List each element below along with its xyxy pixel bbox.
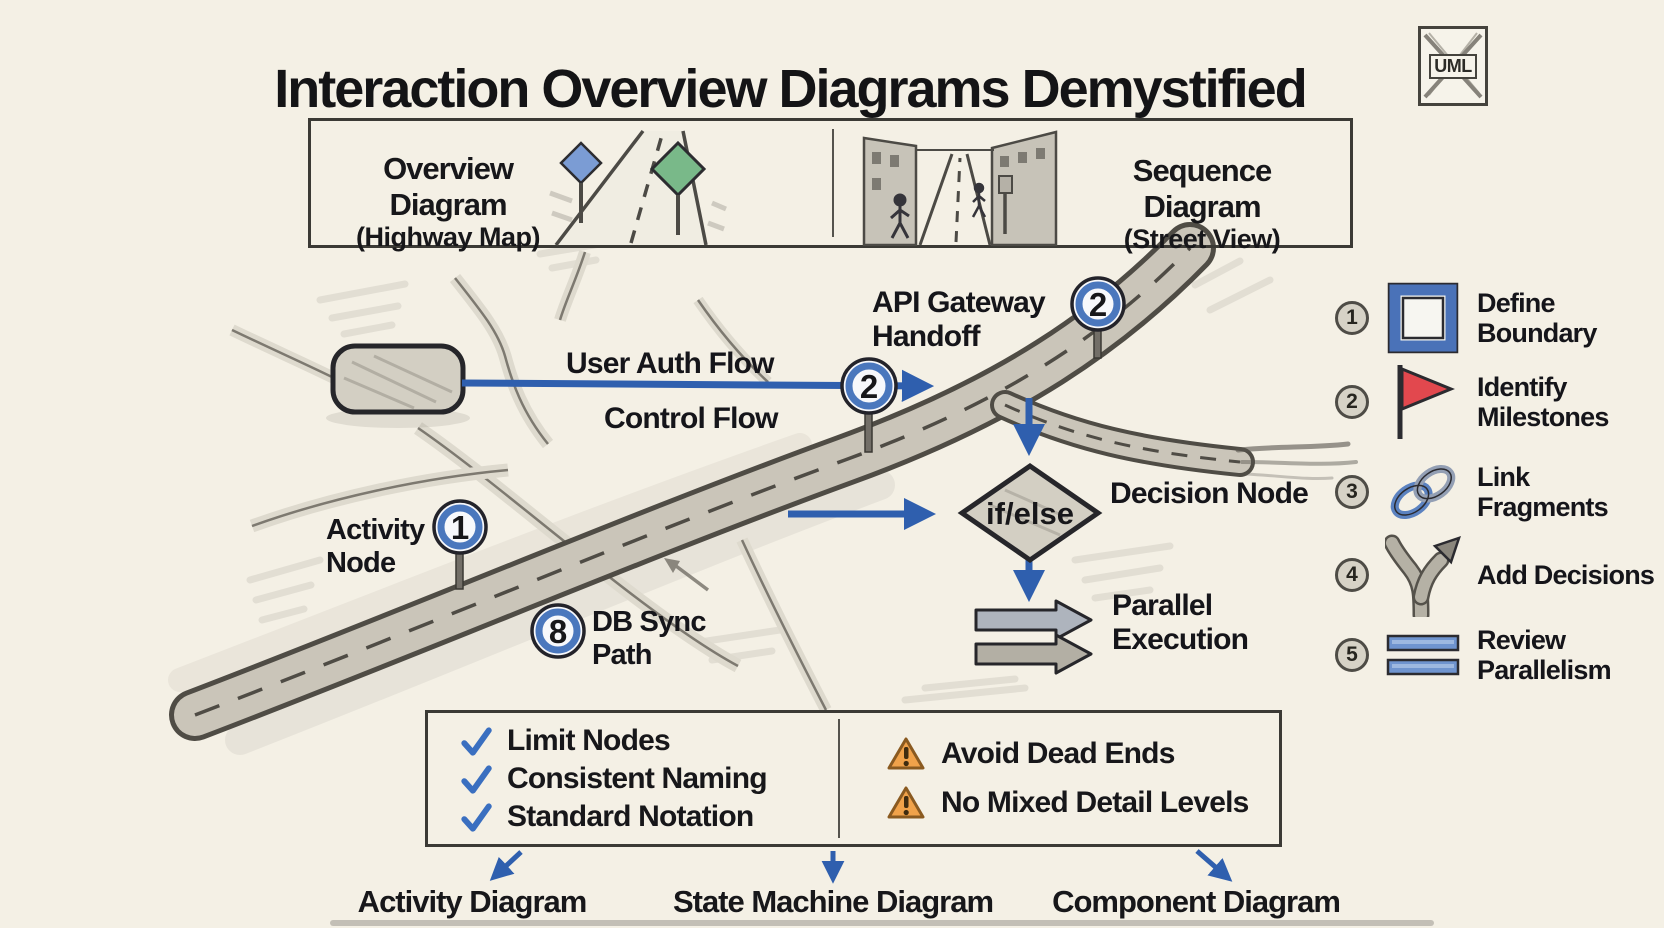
pin-gateway: 2 <box>1070 276 1126 359</box>
list-item: No Mixed Detail Levels <box>886 785 1279 821</box>
best-practice-label: Standard Notation <box>507 799 754 833</box>
pin-user-auth-number: 2 <box>860 368 878 405</box>
panel-divider <box>832 129 834 237</box>
related-activity-diagram: Activity Diagram <box>357 884 588 919</box>
warning-triangle-icon <box>887 737 925 770</box>
fork-road-icon <box>1380 530 1466 620</box>
related-state-machine-diagram: State Machine Diagram <box>672 884 994 919</box>
decision-node-label: Decision Node <box>1110 477 1309 510</box>
list-item: Consistent Naming <box>460 762 836 796</box>
step-2-label: Identify Milestones <box>1477 371 1609 432</box>
panel-divider <box>838 719 840 838</box>
pin-db-sync: 8 <box>530 603 586 659</box>
pedestrian-figure <box>890 193 910 239</box>
activity-node-label: Activity Node <box>326 514 425 579</box>
step-5-number: 5 <box>1335 638 1369 672</box>
decision-diamond: if/else <box>957 462 1103 564</box>
comparison-panel: Overview Diagram (Highway Map) <box>308 118 1353 254</box>
related-diagram-arrows <box>489 849 1233 884</box>
check-icon <box>461 802 492 832</box>
bottom-edge-line <box>330 920 1434 926</box>
overview-diagram-subtitle: (Highway Map) <box>355 222 541 253</box>
pin-activity-number: 1 <box>451 509 469 546</box>
best-practice-label: Limit Nodes <box>507 723 671 757</box>
list-item: Avoid Dead Ends <box>886 736 1279 772</box>
secondary-roads <box>229 250 832 713</box>
check-icon <box>461 764 492 794</box>
pin-db-sync-number: 8 <box>549 613 567 650</box>
best-practice-label: Consistent Naming <box>507 761 768 795</box>
step-identify-milestones: 2 Identify Milestones <box>1335 354 1609 450</box>
step-3-number: 3 <box>1335 475 1369 509</box>
overview-diagram-block: Overview Diagram (Highway Map) <box>325 151 571 253</box>
warning-triangle-icon <box>887 786 925 819</box>
step-4-label: Add Decisions <box>1477 559 1655 590</box>
step-link-fragments: 3 Link Fragments <box>1335 444 1609 540</box>
pin-activity: 1 <box>432 499 488 590</box>
pencil-hatching <box>246 240 1274 704</box>
page-title: Interaction Overview Diagrams Demystifie… <box>274 59 1307 120</box>
boundary-square-icon <box>1380 273 1466 363</box>
red-flag-icon <box>1380 357 1466 447</box>
step-define-boundary: 1 Define Boundary <box>1335 270 1597 366</box>
warning-label: No Mixed Detail Levels <box>941 786 1249 819</box>
overview-diagram-title: Overview Diagram <box>383 151 514 222</box>
parallel-execution-icon <box>974 599 1093 675</box>
sequence-diagram-title: Sequence Diagram <box>1132 153 1272 224</box>
step-review-parallelism: 5 Review Parallelism <box>1335 607 1612 703</box>
step-5-label: Review Parallelism <box>1477 624 1612 685</box>
activity-node-shape <box>326 343 470 428</box>
pedestrian-figure <box>971 182 987 218</box>
related-component-diagram: Component Diagram <box>1052 884 1341 919</box>
uml-badge: UML <box>1418 26 1488 106</box>
step-1-number: 1 <box>1335 301 1369 335</box>
step-1-label: Define Boundary <box>1477 287 1597 348</box>
street-sketch-icon <box>862 130 1058 246</box>
parallel-execution-label: Parallel Execution <box>1112 589 1249 656</box>
uml-badge-label: UML <box>1429 53 1477 79</box>
step-4-number: 4 <box>1335 558 1369 592</box>
pencil-arrow <box>664 558 710 592</box>
branch-road <box>990 390 1358 481</box>
check-icon <box>461 726 492 756</box>
pin-gateway-number: 2 <box>1089 286 1107 323</box>
sequence-diagram-subtitle: (Street View) <box>1123 224 1281 255</box>
sequence-diagram-block: Sequence Diagram (Street View) <box>1071 153 1333 255</box>
step-add-decisions: 4 Add Decisions <box>1335 527 1655 623</box>
warnings-list: Avoid Dead Ends No Mixed Detail Levels <box>840 713 1279 844</box>
highway-sketch-icon <box>549 129 727 247</box>
building-left <box>862 136 918 246</box>
chain-links-icon <box>1380 447 1466 537</box>
if-else-label: if/else <box>986 496 1074 531</box>
road-shading <box>168 433 812 692</box>
parallel-bars-icon <box>1380 610 1466 700</box>
step-2-number: 2 <box>1335 385 1369 419</box>
control-flow-label: Control Flow <box>604 402 779 435</box>
best-practices-panel: Limit Nodes Consistent Naming Standard N… <box>425 710 1282 847</box>
list-item: Standard Notation <box>460 800 836 834</box>
warning-label: Avoid Dead Ends <box>941 737 1175 770</box>
db-sync-path-label: DB Sync Path <box>592 606 706 671</box>
blue-diamond-sign-icon <box>559 141 603 185</box>
highway-road <box>169 222 1216 741</box>
street-sign <box>998 175 1013 234</box>
best-practices-list: Limit Nodes Consistent Naming Standard N… <box>428 713 836 844</box>
list-item: Limit Nodes <box>460 724 836 758</box>
user-auth-flow-label: User Auth Flow <box>566 347 775 380</box>
pin-user-auth: 2 <box>840 357 898 453</box>
api-gateway-handoff-label: API Gateway Handoff <box>872 286 1046 353</box>
step-3-label: Link Fragments <box>1477 461 1609 522</box>
